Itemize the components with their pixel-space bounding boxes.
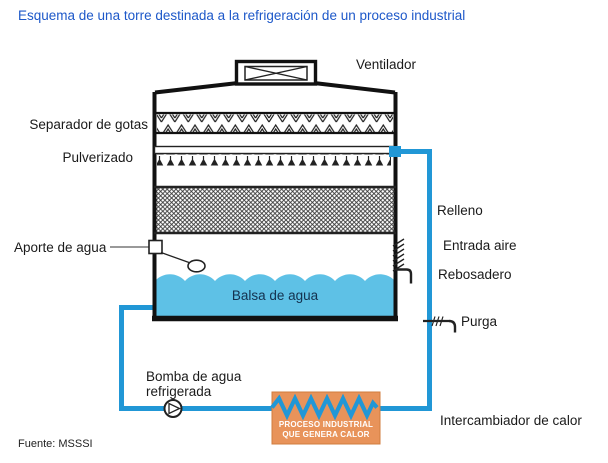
label-aporte-de-agua: Aporte de agua (14, 240, 107, 255)
float-arm (160, 251, 190, 264)
label-balsa-de-agua: Balsa de agua (231, 288, 319, 303)
label-intercambiador-de-calor: Intercambiador de calor (440, 413, 582, 428)
float-valve-icon (187, 259, 206, 273)
spray-nozzles (157, 153, 391, 166)
label-entrada-aire: Entrada aire (443, 238, 517, 253)
label-proceso-industrial: PROCESO INDUSTRIAL QUE GENERA CALOR (278, 420, 374, 439)
fill-pack (156, 187, 395, 233)
pipe-connector (389, 146, 401, 157)
roof-right-slope (313, 81, 396, 95)
roof-left-slope (154, 81, 239, 95)
label-separador-de-gotas: Separador de gotas (29, 117, 148, 132)
source-attribution: Fuente: MSSSI (18, 438, 93, 450)
return-water-pipe (376, 149, 432, 411)
label-purga: Purga (461, 314, 498, 329)
water-supply-inlet (148, 239, 163, 255)
pump-icon (163, 399, 183, 418)
basin-water (155, 274, 395, 317)
air-inlet-hatching (392, 238, 405, 272)
drain-valve-icon (423, 316, 457, 333)
spray-header-pipe (153, 145, 394, 155)
cold-water-pipe (119, 305, 272, 411)
label-bomba-de-agua-refrigerada: Bomba de agua refrigerada (146, 369, 242, 399)
overflow-pipe-icon (396, 268, 413, 284)
fan-icon (244, 65, 308, 81)
label-relleno: Relleno (437, 203, 483, 218)
drift-eliminator-zigzag (157, 114, 393, 132)
label-rebosadero: Rebosadero (438, 267, 512, 282)
heat-exchanger-coil-icon (270, 393, 379, 421)
label-ventilador: Ventilador (356, 57, 417, 72)
page-title: Esquema de una torre destinada a la refr… (18, 8, 466, 23)
label-pulverizado: Pulverizado (62, 150, 133, 165)
